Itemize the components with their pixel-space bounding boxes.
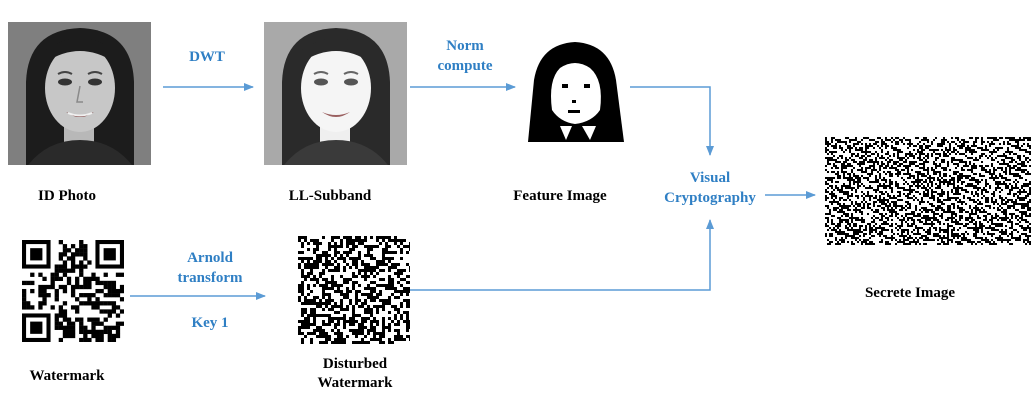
id-photo-image [8,22,151,165]
caption-disturbed-watermark: Disturbed Watermark [295,355,415,393]
arrow-disturbed-to-vc [410,219,714,291]
caption-disturbed-line1: Disturbed [322,356,388,372]
op-norm-compute: Norm compute [420,36,510,76]
op-arnold-line2: transform [177,270,243,286]
caption-watermark: Watermark [29,368,105,384]
op-norm-line2: compute [437,58,493,74]
arrow-feature-to-vc [630,86,714,156]
caption-id-photo: ID Photo [38,188,96,204]
op-norm-line1: Norm [446,38,484,54]
ll-subband-image [264,22,407,165]
disturbed-watermark-image [298,236,410,344]
op-arnold-line1: Arnold [187,250,233,266]
op-dwt: DWT [189,49,225,65]
op-key: Key 1 [191,315,229,331]
op-arnold-transform: Arnold transform [160,248,260,288]
caption-disturbed-line2: Watermark [317,375,393,391]
secret-image [825,137,1031,245]
caption-feature-image: Feature Image [513,188,607,204]
op-visual-line2: Cryptography [664,190,756,206]
op-visual-cryptography: Visual Cryptography [650,168,770,208]
caption-ll-subband: LL-Subband [288,188,372,204]
caption-secret-image: Secrete Image [864,285,956,301]
op-visual-line1: Visual [689,170,731,186]
watermark-qr-image [22,240,124,342]
feature-image [520,40,630,142]
